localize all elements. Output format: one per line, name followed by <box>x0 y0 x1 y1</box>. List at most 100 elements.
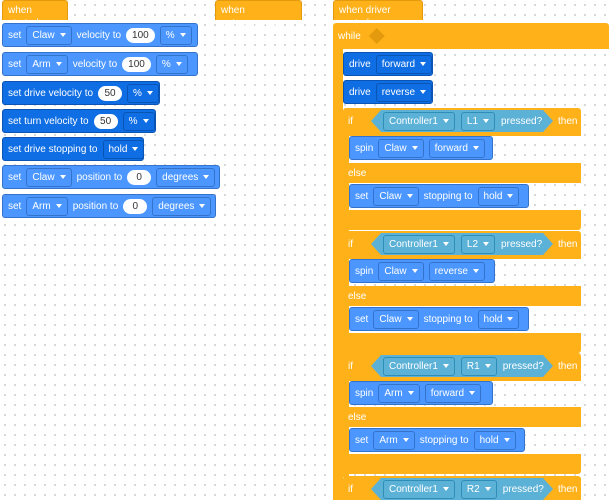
if-end-bar <box>343 210 581 230</box>
spin-claw-reverse-block[interactable]: spin Claw reverse <box>349 259 495 283</box>
position-input[interactable]: 0 <box>127 169 152 185</box>
velocity-input[interactable]: 50 <box>98 85 123 101</box>
velocity-input[interactable]: 100 <box>126 27 155 43</box>
if-end-bar <box>343 454 581 474</box>
op-label: set <box>8 200 22 212</box>
spin-arm-forward-block[interactable]: spin Arm forward <box>349 381 493 405</box>
controller-dropdown[interactable]: Controller1 <box>383 357 455 376</box>
if-arm <box>343 136 349 234</box>
drive-forward-block[interactable]: drive forward <box>343 52 433 76</box>
mid-label: stopping to <box>423 313 473 325</box>
direction-dropdown[interactable]: forward <box>428 138 485 158</box>
controller-pressed-condition[interactable]: Controller1 L1 pressed? <box>371 110 553 132</box>
then-label: then <box>558 116 578 127</box>
mid-label: position to <box>76 171 123 183</box>
op-label: spin <box>355 387 374 399</box>
controller-dropdown[interactable]: Controller1 <box>383 112 455 131</box>
condition-slot[interactable] <box>368 28 385 44</box>
set-claw-position-block[interactable]: set Claw position to 0 degrees <box>2 165 220 189</box>
motor-dropdown[interactable]: Claw <box>26 25 72 45</box>
unit-dropdown[interactable]: degrees <box>156 167 216 187</box>
unit-dropdown[interactable]: degrees <box>152 196 212 216</box>
controller-dropdown[interactable]: Controller1 <box>383 235 455 254</box>
motor-dropdown[interactable]: Arm <box>378 383 420 403</box>
mid-label: stopping to <box>419 434 469 446</box>
motor-dropdown[interactable]: Claw <box>26 167 72 187</box>
motor-dropdown[interactable]: Claw <box>373 186 419 206</box>
spin-claw-forward-block[interactable]: spin Claw forward <box>349 136 493 160</box>
controller-pressed-condition[interactable]: Controller1 L2 pressed? <box>371 233 553 255</box>
set-drive-velocity-block[interactable]: set drive velocity to 50 % <box>2 81 160 105</box>
set-arm-stopping-block[interactable]: set Arm stopping to hold <box>349 428 525 452</box>
motor-dropdown[interactable]: Claw <box>378 138 424 158</box>
direction-dropdown[interactable]: forward <box>424 383 482 403</box>
if-arm <box>343 381 349 477</box>
motor-dropdown[interactable]: Claw <box>373 309 419 329</box>
stopping-dropdown[interactable]: hold <box>102 139 145 159</box>
when-driver-control-hat[interactable]: when driver control <box>333 0 423 29</box>
button-dropdown[interactable]: R1 <box>461 357 497 376</box>
else-label: else <box>348 412 367 423</box>
op-label: set <box>355 434 369 446</box>
while-loop-block[interactable]: while <box>333 23 609 49</box>
when-started-hat[interactable]: when started <box>2 0 68 29</box>
set-arm-position-block[interactable]: set Arm position to 0 degrees <box>2 194 216 218</box>
motor-dropdown[interactable]: Arm <box>373 430 415 450</box>
then-label: then <box>558 484 578 495</box>
velocity-input[interactable]: 100 <box>122 56 151 72</box>
stopping-dropdown[interactable]: hold <box>477 309 520 329</box>
controller-dropdown[interactable]: Controller1 <box>383 480 455 499</box>
else-bar <box>343 407 581 427</box>
set-claw-velocity-block[interactable]: set Claw velocity to 100 % <box>2 23 198 47</box>
set-claw-stopping-block[interactable]: set Claw stopping to hold <box>349 184 529 208</box>
when-autonomous-hat[interactable]: when autonomous <box>215 0 302 29</box>
block-label: set drive velocity to <box>8 87 94 99</box>
unit-dropdown[interactable]: % <box>127 83 159 103</box>
velocity-input[interactable]: 50 <box>93 113 118 129</box>
mid-label: stopping to <box>423 190 473 202</box>
if-end-bar <box>343 333 581 353</box>
if-label: if <box>348 361 353 372</box>
if-label: if <box>348 116 353 127</box>
hat-label: when autonomous <box>221 5 277 29</box>
button-dropdown[interactable]: L1 <box>461 112 495 131</box>
button-dropdown[interactable]: R2 <box>461 480 497 499</box>
drive-reverse-block[interactable]: drive reverse <box>343 80 433 104</box>
unit-dropdown[interactable]: % <box>155 54 188 74</box>
controller-pressed-condition[interactable]: Controller1 R1 pressed? <box>371 355 553 377</box>
mid-label: velocity to <box>72 58 118 70</box>
direction-dropdown[interactable]: reverse <box>428 261 485 281</box>
unit-dropdown[interactable]: % <box>159 25 192 45</box>
stopping-dropdown[interactable]: hold <box>473 430 516 450</box>
motor-dropdown[interactable]: Arm <box>26 54 68 74</box>
button-dropdown[interactable]: L2 <box>461 235 495 254</box>
else-bar <box>343 163 581 183</box>
motor-dropdown[interactable]: Arm <box>26 196 68 216</box>
position-input[interactable]: 0 <box>123 198 148 214</box>
if-arm <box>343 259 349 357</box>
pressed-label: pressed? <box>502 360 544 372</box>
stopping-dropdown[interactable]: hold <box>477 186 520 206</box>
motor-dropdown[interactable]: Claw <box>378 261 424 281</box>
if-label: if <box>348 239 353 250</box>
unit-dropdown[interactable]: % <box>122 111 155 131</box>
set-drive-stopping-block[interactable]: set drive stopping to hold <box>2 137 145 161</box>
pressed-label: pressed? <box>501 115 543 127</box>
op-label: drive <box>349 86 371 98</box>
pressed-label: pressed? <box>502 483 544 495</box>
else-label: else <box>348 168 367 179</box>
direction-dropdown[interactable]: reverse <box>375 82 433 102</box>
controller-pressed-condition[interactable]: Controller1 R2 pressed? <box>371 478 553 500</box>
op-label: spin <box>355 142 374 154</box>
mid-label: velocity to <box>76 29 122 41</box>
else-bar <box>343 286 581 306</box>
pressed-label: pressed? <box>501 238 543 250</box>
set-arm-velocity-block[interactable]: set Arm velocity to 100 % <box>2 52 198 76</box>
then-label: then <box>558 239 578 250</box>
op-label: set <box>8 171 22 183</box>
set-turn-velocity-block[interactable]: set turn velocity to 50 % <box>2 109 156 133</box>
set-claw-stopping-block[interactable]: set Claw stopping to hold <box>349 307 529 331</box>
op-label: drive <box>349 58 371 70</box>
direction-dropdown[interactable]: forward <box>375 54 433 74</box>
then-label: then <box>558 361 578 372</box>
